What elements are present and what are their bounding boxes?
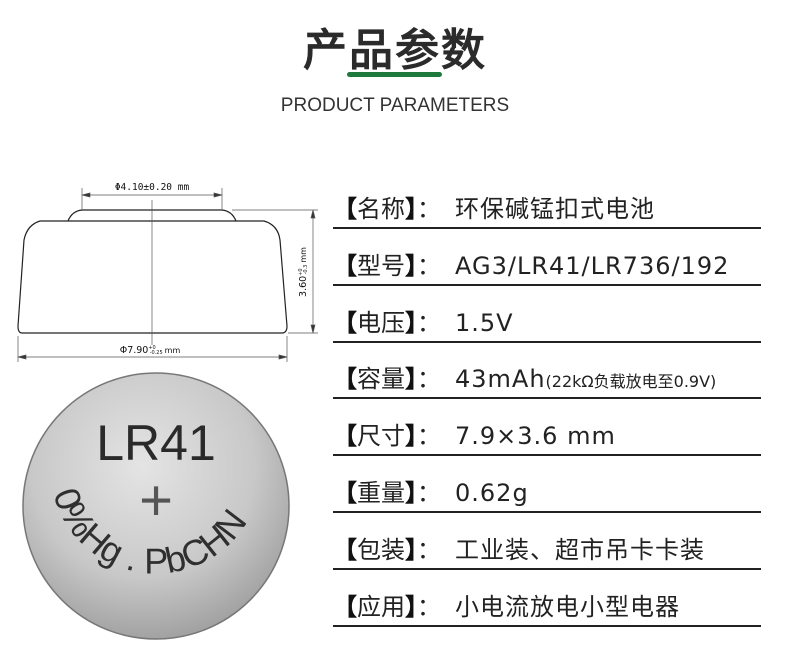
spec-row: 【包装】： 工业装、超市吊卡卡装 xyxy=(333,528,761,585)
bracket-close: 】 xyxy=(405,251,417,280)
spec-value: 7.9×3.6 mm xyxy=(455,422,616,451)
row-divider xyxy=(333,511,761,513)
spec-label: 包装 xyxy=(357,535,405,564)
spec-label: 重量 xyxy=(357,479,405,507)
colon: ： xyxy=(417,308,441,337)
colon: ： xyxy=(417,592,441,621)
height-tol-upper: +0 xyxy=(298,268,304,275)
bracket-close: 】 xyxy=(405,308,417,337)
spec-label: 尺寸 xyxy=(357,422,405,451)
page-subtitle: PRODUCT PARAMETERS xyxy=(280,95,510,116)
height-unit: mm xyxy=(299,247,308,263)
spec-row: 【型号】： AG3/LR41/LR736/192 xyxy=(333,244,761,301)
spec-row: 【电压】： 1.5V xyxy=(333,301,761,358)
page-title: 产品参数 xyxy=(303,25,487,76)
bracket-close: 】 xyxy=(405,592,417,621)
bracket-close: 】 xyxy=(405,535,417,564)
spec-row: 【应用】： 小电流放电小型电器 xyxy=(333,585,761,642)
spec-row: 【尺寸】： 7.9×3.6 mm xyxy=(333,414,761,471)
bracket-open: 【 xyxy=(333,479,357,507)
bracket-close: 】 xyxy=(405,422,417,451)
bracket-open: 【 xyxy=(333,195,357,223)
row-divider xyxy=(333,227,761,229)
spec-row: 【名称】： 环保碱锰扣式电池 xyxy=(333,187,761,244)
height-tol-lower: -0.3 xyxy=(303,265,309,275)
row-divider xyxy=(333,283,761,286)
bottom-tol-upper: +0 xyxy=(148,345,155,351)
height-value: 3.60 xyxy=(298,276,309,297)
spec-value: 环保碱锰扣式电池 xyxy=(455,195,655,223)
spec-value: 工业装、超市吊卡卡装 xyxy=(455,535,705,564)
bracket-open: 【 xyxy=(333,592,357,621)
spec-row: 【重量】： 0.62g xyxy=(333,471,761,528)
spec-value: 小电流放电小型电器 xyxy=(455,592,680,621)
colon: ： xyxy=(417,365,441,394)
title-underline xyxy=(347,72,442,77)
battery-body xyxy=(17,220,288,334)
coin-face xyxy=(22,372,290,640)
coin-model: LR41 xyxy=(96,415,216,471)
row-divider xyxy=(333,340,761,343)
bottom-diameter-value: Φ7.90 xyxy=(120,345,149,356)
bracket-open: 【 xyxy=(333,251,357,280)
colon: ： xyxy=(417,251,441,280)
colon: ： xyxy=(417,195,441,223)
row-divider xyxy=(333,397,761,400)
row-divider xyxy=(333,567,761,570)
spec-note: (22kΩ负载放电至0.9V) xyxy=(545,372,717,392)
colon: ： xyxy=(417,479,441,507)
bracket-close: 】 xyxy=(405,195,417,223)
top-diameter-label: Φ4.10±0.20 mm xyxy=(115,182,190,193)
height-label: 3.60+0-0.3 mm xyxy=(298,247,309,297)
row-divider xyxy=(333,454,761,457)
bottom-unit: mm xyxy=(165,346,181,355)
spec-label: 电压 xyxy=(357,308,405,337)
bracket-close: 】 xyxy=(405,479,417,507)
colon: ： xyxy=(417,422,441,451)
spec-row: 【容量】： 43mAh(22kΩ负载放电至0.9V) xyxy=(333,357,761,414)
spec-value: AG3/LR41/LR736/192 xyxy=(455,251,730,280)
bracket-open: 【 xyxy=(333,308,357,337)
spec-label: 型号 xyxy=(357,251,405,280)
battery-coin-image: LR41 + 0%Hg . PbCHN xyxy=(22,372,290,640)
bracket-close: 】 xyxy=(405,365,417,394)
row-divider xyxy=(333,624,761,627)
spec-label: 容量 xyxy=(357,365,405,394)
spec-value: 0.62g xyxy=(455,479,529,507)
plus-icon: + xyxy=(139,468,173,533)
colon: ： xyxy=(417,535,441,564)
spec-label: 名称 xyxy=(357,195,405,223)
bottom-tol-lower: -0.25 xyxy=(150,350,163,356)
bracket-open: 【 xyxy=(333,422,357,451)
bracket-open: 【 xyxy=(333,365,357,394)
bracket-open: 【 xyxy=(333,535,357,564)
spec-value: 43mAh xyxy=(455,365,546,394)
spec-label: 应用 xyxy=(357,592,405,621)
spec-value: 1.5V xyxy=(455,308,514,337)
